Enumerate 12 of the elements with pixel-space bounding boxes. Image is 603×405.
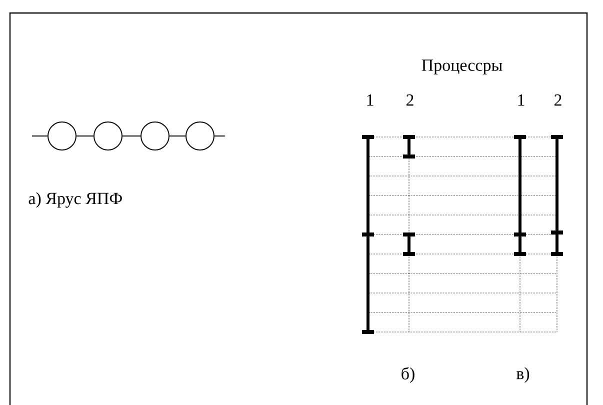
circle-node [186,122,214,150]
circle-node [94,122,122,150]
column-number: 1 [367,94,374,106]
circle-node [48,122,76,150]
column-number: 1 [518,94,524,106]
circle-node [140,122,170,150]
column-number: 2 [406,94,414,106]
column-number: 2 [554,94,562,106]
caption: а) Ярус ЯПФ [28,192,122,208]
caption: б) [402,367,414,383]
axis-title: Процессры [422,60,502,74]
caption: в) [516,367,530,383]
